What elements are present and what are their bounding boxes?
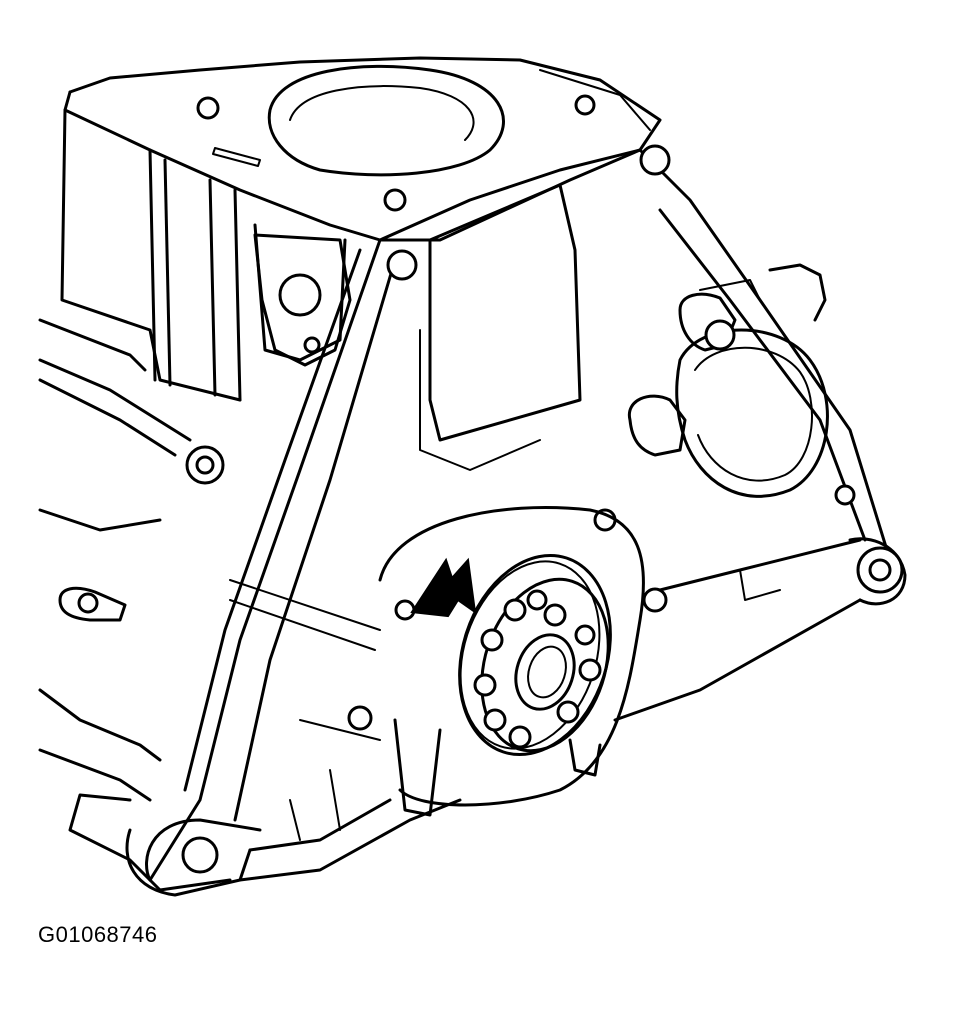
block-left-side <box>40 110 240 800</box>
deck-bolt-hole <box>385 190 405 210</box>
bracket-hole <box>79 594 97 612</box>
flange-bolt-hole <box>485 710 505 730</box>
flange-bolt-hole <box>510 727 530 747</box>
corner-hole <box>870 560 890 580</box>
rear-face-frame <box>70 150 890 890</box>
flange-bolt-hole <box>505 600 525 620</box>
crankshaft-flange <box>349 508 643 815</box>
top-left-mount <box>255 235 350 365</box>
mount-hole <box>280 275 320 315</box>
corner-hole <box>641 146 669 174</box>
right-corner-bosses <box>388 146 905 720</box>
flange-bolt-hole <box>580 660 600 680</box>
seal-retainer-hole <box>396 601 414 619</box>
mount-hole <box>305 338 319 352</box>
pointer-arrow <box>412 560 475 616</box>
block-top-deck <box>65 58 660 240</box>
central-pocket <box>420 185 580 470</box>
flange-bolt-hole <box>558 702 578 722</box>
figure-code-label: G01068746 <box>38 922 158 947</box>
bearing-bore-right <box>629 265 827 496</box>
deck-bolt-hole <box>576 96 594 114</box>
corner-hole <box>836 486 854 504</box>
lower-left-boss <box>127 770 460 895</box>
boss-hole <box>197 457 213 473</box>
cap-bolt-hole <box>706 321 734 349</box>
flange-bolt-hole <box>545 605 565 625</box>
corner-hole <box>388 251 416 279</box>
flange-bolt-hole <box>482 630 502 650</box>
crank-pilot-bore <box>507 627 584 717</box>
flange-bolt-hole <box>576 626 594 644</box>
corner-hole <box>644 589 666 611</box>
deck-bolt-hole <box>198 98 218 118</box>
flange-bolt-hole <box>475 675 495 695</box>
flange-bolt-hole <box>528 591 546 609</box>
lower-boss-hole <box>183 838 217 872</box>
seal-retainer-hole <box>349 707 371 729</box>
